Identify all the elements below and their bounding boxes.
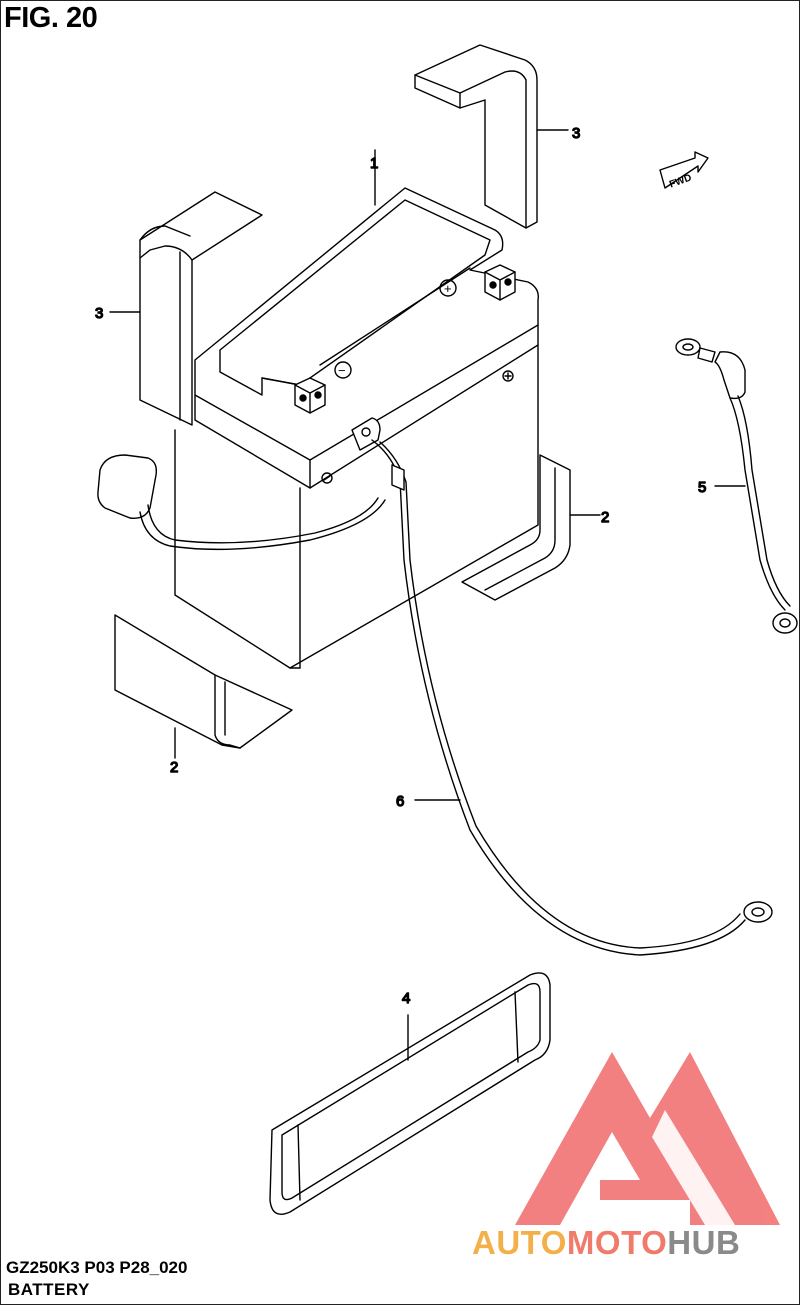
callout-3-left: 3 — [95, 305, 103, 322]
watermark-brand-text: AUTOMOTOHUB — [472, 1224, 740, 1262]
part-2-bracket-right — [461, 454, 601, 601]
part-2-pad-lower — [114, 614, 293, 759]
fwd-arrow-icon — [659, 151, 709, 189]
terminal-cover — [97, 454, 386, 551]
callout-5: 5 — [698, 479, 706, 496]
part-3-cushion-left — [109, 191, 263, 426]
watermark-part-auto: AUTO — [472, 1224, 567, 1261]
callout-3-right: 3 — [572, 125, 580, 142]
callout-2-left: 2 — [170, 759, 178, 776]
callout-6: 6 — [396, 793, 404, 810]
model-code: GZ250K3 P03 P28_020 — [6, 1258, 188, 1277]
positive-terminal-symbol: + — [444, 281, 452, 296]
callout-4: 4 — [402, 990, 410, 1007]
figure-title: FIG. 20 — [4, 2, 98, 34]
part-4-battery-band — [269, 972, 551, 1215]
section-name: BATTERY — [8, 1280, 90, 1299]
negative-terminal-symbol: − — [338, 363, 346, 378]
part-5-positive-cable — [675, 338, 798, 634]
part-1-battery — [174, 149, 539, 669]
watermark-logo — [515, 1052, 780, 1225]
callout-2-right: 2 — [601, 509, 609, 526]
part-3-cushion-upper — [414, 44, 569, 229]
part-6-negative-cable — [351, 417, 773, 956]
callout-1: 1 — [370, 155, 378, 172]
watermark-part-hub: HUB — [667, 1224, 741, 1261]
watermark-part-moto: MOTO — [566, 1224, 668, 1261]
